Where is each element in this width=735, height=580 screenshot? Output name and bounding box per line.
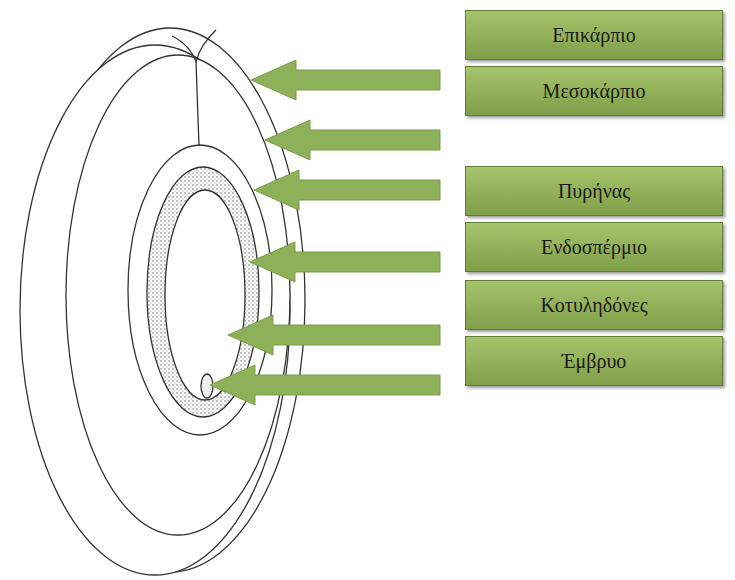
label-box: Πυρήνας	[465, 166, 723, 216]
mesocarp	[66, 55, 290, 535]
part-label: Ενδοσπέρμιο	[541, 236, 647, 259]
label-box: Έμβρυο	[465, 336, 723, 386]
label-box: Επικάρπιο	[465, 10, 723, 60]
pointer-arrow	[265, 120, 440, 160]
epicarp-front	[20, 45, 290, 575]
fruit-outline	[20, 28, 305, 575]
part-label: Επικάρπιο	[552, 24, 636, 47]
label-box: Κοτυληδόνες	[465, 280, 723, 330]
pointer-arrow	[228, 315, 440, 355]
part-label: Κοτυληδόνες	[540, 294, 647, 317]
pointer-arrows	[210, 60, 440, 405]
part-label: Πυρήνας	[558, 180, 630, 203]
label-box: Ενδοσπέρμιο	[465, 222, 723, 272]
pointer-arrow	[251, 60, 440, 100]
seam-line	[172, 30, 216, 146]
pointer-arrow	[210, 365, 440, 405]
pointer-arrow	[250, 242, 440, 282]
label-box: Μεσοκάρπιο	[465, 66, 723, 116]
part-label: Μεσοκάρπιο	[543, 80, 646, 103]
cotyledons	[165, 190, 245, 400]
pointer-arrow	[254, 170, 440, 210]
part-label: Έμβρυο	[562, 350, 627, 373]
